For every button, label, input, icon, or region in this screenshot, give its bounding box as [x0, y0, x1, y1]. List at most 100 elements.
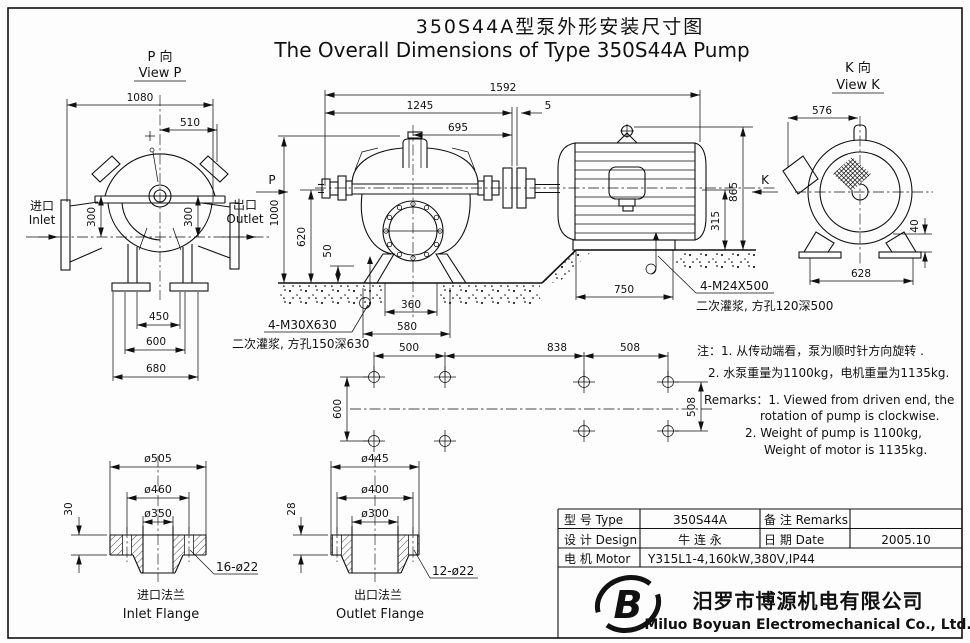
table-date-label: 日 期 Date	[764, 533, 824, 547]
dim-510: 510	[180, 117, 200, 129]
dim-750: 750	[614, 284, 634, 296]
company-logo: B	[594, 574, 662, 634]
dim-865: 865	[728, 182, 740, 202]
dim-outlet-od: ø445	[361, 452, 389, 465]
dim-outlet-bore: ø300	[361, 507, 389, 520]
dim-inlet-od: ø505	[144, 452, 172, 465]
dim-inlet-thickness: 30	[63, 502, 75, 515]
table-design-value: 牛 连 永	[678, 532, 722, 547]
coupling-pump-half	[502, 167, 513, 209]
anchor-bolt-left	[359, 256, 373, 310]
anchor-bolt-right-label: 4-M24X500	[700, 279, 769, 293]
dim-1080: 1080	[127, 92, 154, 104]
table-design-label: 设 计 Design	[564, 533, 637, 547]
dim-600: 600	[146, 336, 166, 348]
motor	[557, 124, 707, 251]
note-en-1: Remarks：1. Viewed from driven end, the	[704, 393, 954, 407]
dim-plan-500: 500	[399, 342, 419, 354]
dim-inlet-bc: ø460	[144, 483, 172, 496]
dim-1000: 1000	[269, 200, 281, 227]
notes-block: 注：1. 从传动端看，泵为顺时针方向旋转 . 2. 水泵重量为1100kg，电机…	[697, 343, 954, 457]
dim-695: 695	[448, 122, 468, 134]
note-zh-2: 2. 水泵重量为1100kg，电机重量为1135kg.	[708, 366, 949, 380]
outlet-label-zh: 出口	[233, 198, 257, 212]
company-name-en: Miluo Boyuan Electromechanical Co., Ltd.	[644, 617, 970, 633]
dim-576: 576	[812, 105, 832, 117]
motor-fins	[575, 151, 695, 234]
title-zh: 350S44A型泵外形安装尺寸图	[416, 16, 705, 38]
dim-1245: 1245	[407, 100, 434, 112]
outlet-flange-label-zh: 出口法兰	[354, 588, 402, 602]
anchor-bolt-left-label: 4-M30X630	[268, 318, 337, 332]
dim-plan-508-right: 508	[686, 397, 698, 417]
suction-flange-bolts	[383, 201, 443, 261]
dim-40: 40	[909, 219, 921, 232]
inlet-label-en: Inlet	[29, 213, 56, 227]
main-view: P K 1592 1245 695 5 1000 620 50 865 315	[232, 82, 833, 351]
company-name-zh: 汨罗市博源机电有限公司	[693, 589, 924, 613]
inlet-holes-label: 16-ø22	[216, 560, 258, 574]
motor-base	[572, 239, 676, 251]
motor-end-outline	[807, 139, 913, 245]
view-k: K 向 View K 576 40 628	[782, 60, 933, 285]
table-type-value: 350S44A	[673, 513, 728, 527]
note-en-3: 2. Weight of pump is 1100kg,	[745, 426, 922, 440]
dim-5: 5	[545, 100, 552, 112]
dim-680: 680	[146, 363, 166, 375]
fan-grille-hatch	[833, 157, 871, 191]
dim-628: 628	[851, 268, 871, 280]
dim-1592: 1592	[490, 82, 517, 94]
view-k-label-en: View K	[836, 78, 880, 93]
title-en: The Overall Dimensions of Type 350S44A P…	[273, 38, 749, 62]
dim-300-left: 300	[86, 207, 98, 227]
outlet-label-en: Outlet	[226, 212, 263, 226]
grout-note-right: 二次灌浆, 方孔120深500	[696, 298, 833, 313]
view-k-label-zh: K 向	[845, 60, 871, 76]
dim-620: 620	[296, 227, 308, 247]
marker-k: K	[761, 173, 770, 187]
view-p-label-en: View P	[139, 66, 182, 81]
dim-inlet-bore: ø350	[144, 507, 172, 520]
grout-note-left: 二次灌浆, 方孔150深630	[232, 336, 369, 351]
outlet-holes-label: 12-ø22	[432, 564, 474, 578]
note-en-2: rotation of pump is clockwise.	[760, 409, 939, 423]
inlet-flange-detail: ø505 ø460 ø350 30 16-ø22 进口法兰 Inlet Flan…	[63, 452, 258, 622]
view-p-label-zh: P 向	[148, 49, 173, 65]
inlet-nozzle-flange	[60, 199, 71, 271]
outlet-nozzle-flange	[229, 202, 240, 270]
dim-50: 50	[322, 244, 334, 257]
dim-360: 360	[401, 299, 421, 311]
conduit-box	[782, 155, 819, 195]
dim-plan-600: 600	[332, 399, 344, 419]
foundation-plan: 500 838 508 600 508	[332, 342, 712, 452]
dim-plan-508-top: 508	[620, 342, 640, 354]
table-motor-value: Y315L1-4,160kW,380V,IP44	[647, 552, 815, 566]
marker-p: P	[268, 173, 275, 187]
dim-300-right: 300	[183, 207, 195, 227]
table-motor-label: 电 机 Motor	[564, 552, 630, 566]
note-en-4: Weight of motor is 1135kg.	[764, 443, 927, 457]
table-remarks-label: 备 注 Remarks	[764, 512, 848, 527]
company-block: B 汨罗市博源机电有限公司 Miluo Boyuan Electromechan…	[594, 574, 970, 634]
inlet-label-zh: 进口	[30, 199, 54, 213]
dim-450: 450	[149, 311, 169, 323]
dim-outlet-thickness: 28	[286, 502, 298, 515]
title-block-table: 型 号 Type 350S44A 备 注 Remarks 设 计 Design …	[557, 508, 962, 638]
note-zh-1: 注：1. 从传动端看，泵为顺时针方向旋转 .	[697, 343, 924, 358]
drawing-title: 350S44A型泵外形安装尺寸图 The Overall Dimensions …	[273, 16, 749, 62]
inlet-flange-label-zh: 进口法兰	[137, 588, 185, 602]
motor-terminal-box	[608, 166, 646, 200]
suction-flange-circle	[382, 200, 444, 262]
anchor-bolt-right	[645, 232, 659, 275]
dim-580: 580	[397, 321, 417, 333]
inlet-flange-label-en: Inlet Flange	[123, 607, 199, 622]
dim-315: 315	[710, 211, 722, 231]
outlet-flange-label-en: Outlet Flange	[336, 607, 424, 622]
dim-outlet-bc: ø400	[361, 483, 389, 496]
drawing-frame	[7, 7, 963, 639]
dim-plan-838: 838	[547, 342, 567, 354]
table-date-value: 2005.10	[881, 533, 931, 547]
view-p: P 向 View P 1080 510 300 300 进口 Inlet 出口 …	[26, 49, 272, 381]
